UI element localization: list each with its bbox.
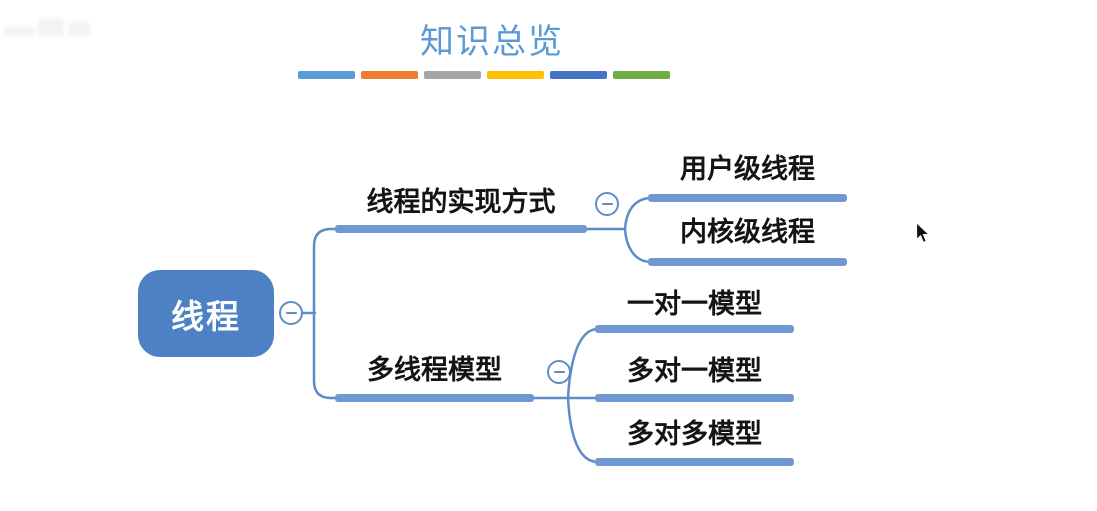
minus-icon (553, 370, 565, 374)
branch2-line (335, 394, 534, 402)
root-node-thread[interactable]: 线程 (138, 270, 274, 357)
accent-bar-darkblue (550, 71, 607, 79)
root-branch-trunk (312, 227, 337, 400)
branch1-line (335, 225, 587, 233)
accent-bar-green (613, 71, 670, 79)
branch1-curve-down (623, 227, 652, 264)
collapse-button-root[interactable] (279, 301, 303, 325)
branch1-child2-node[interactable]: 内核级线程 (680, 217, 815, 247)
branch2-child2-node[interactable]: 多对一模型 (627, 356, 762, 386)
branch2-child1-line (595, 325, 794, 333)
branch1-child2-line (648, 258, 847, 266)
branch2-curve-up (566, 327, 599, 400)
branch2-child3-node[interactable]: 多对多模型 (627, 419, 762, 449)
watermark (4, 8, 100, 48)
accent-bar-row (298, 71, 670, 79)
page-title: 知识总览 (420, 22, 564, 62)
collapse-button-branch1[interactable] (595, 192, 619, 216)
branch2-node[interactable]: 多线程模型 (367, 355, 502, 385)
branch1-node[interactable]: 线程的实现方式 (366, 187, 556, 217)
accent-bar-blue (298, 71, 355, 79)
accent-bar-yellow (487, 71, 544, 79)
branch1-child1-line (648, 194, 847, 202)
minus-icon (285, 311, 297, 315)
branch2-child2-line (595, 394, 794, 402)
root-node-label: 线程 (171, 297, 241, 335)
branch1-child1-node[interactable]: 用户级线程 (680, 154, 815, 184)
collapse-button-branch2[interactable] (547, 360, 571, 384)
branch2-curve-down (566, 396, 599, 464)
mouse-cursor-icon (916, 222, 930, 244)
branch2-child3-line (595, 458, 794, 466)
accent-bar-orange (361, 71, 418, 79)
minus-icon (601, 202, 613, 206)
accent-bar-gray (424, 71, 481, 79)
branch1-curve-up (623, 196, 652, 231)
branch2-child1-node[interactable]: 一对一模型 (627, 289, 762, 319)
